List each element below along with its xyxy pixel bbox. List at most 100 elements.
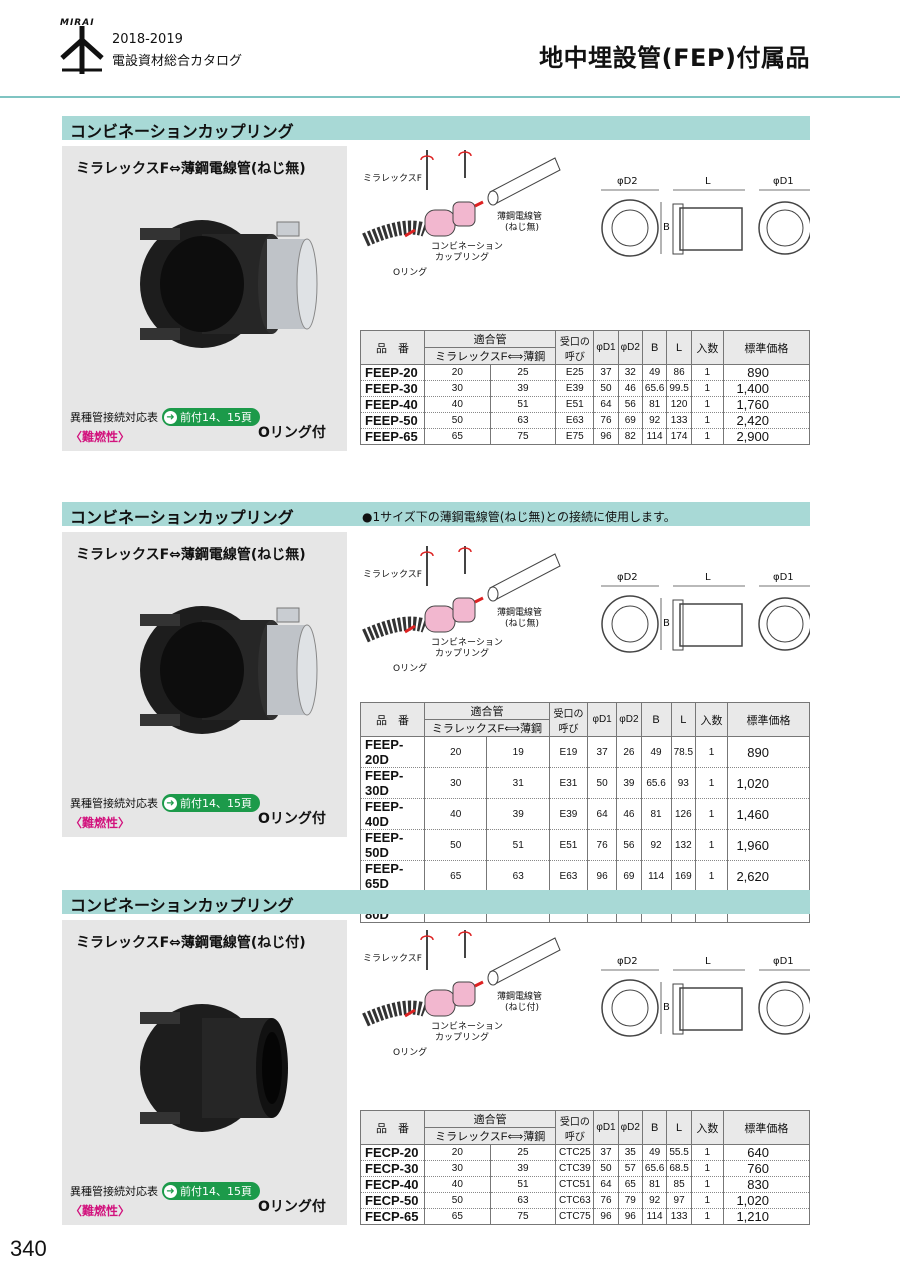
- table-cell: 1: [695, 767, 729, 799]
- table-cell: 65: [423, 860, 488, 892]
- table-cell: 30: [423, 767, 488, 799]
- column-header: 品 番: [360, 1110, 425, 1145]
- section-title: コンビネーションカップリング: [70, 896, 294, 915]
- table-cell: 92: [641, 412, 668, 429]
- oring-tag: Oリング付: [258, 1199, 326, 1215]
- section-bar: [62, 502, 810, 526]
- table-cell: 79: [617, 1192, 643, 1209]
- product-code: FECP-50: [360, 1192, 425, 1209]
- table-cell: 133: [666, 412, 692, 429]
- column-header: L: [670, 702, 697, 737]
- table-cell: 65.6: [640, 767, 672, 799]
- table-cell: 75: [489, 428, 557, 445]
- dim-b: B: [663, 222, 670, 233]
- label-pipe-type: (ねじ付): [505, 1003, 540, 1013]
- table-cell: 1: [695, 860, 729, 892]
- price-cell: 2,900: [722, 428, 811, 445]
- label-pipe-type: (ねじ無): [505, 223, 540, 233]
- label-coupling-2: カップリング: [435, 253, 490, 263]
- table-cell: E31: [548, 767, 588, 799]
- product-photo-panel: ミラレックスF⇔薄鋼電線管(ねじ付) 異種管接続対応表➜前付14、15頁〈難燃性…: [62, 920, 347, 1225]
- table-cell: 64: [586, 798, 618, 830]
- table-cell: 1: [695, 736, 729, 768]
- table-cell: 169: [670, 860, 697, 892]
- column-header: φD2: [617, 1110, 643, 1145]
- reference-badge[interactable]: ➜前付14、15頁: [162, 1182, 260, 1200]
- table-cell: 40: [424, 396, 491, 413]
- table-cell: CTC39: [555, 1160, 595, 1177]
- column-header: 標準価格: [722, 330, 811, 365]
- column-header: φD2: [616, 702, 642, 737]
- dim-l: L: [705, 572, 711, 583]
- table-cell: 51: [486, 829, 550, 861]
- column-header: 適合管: [424, 702, 550, 720]
- table-cell: 81: [641, 396, 668, 413]
- reference-badge[interactable]: ➜前付14、15頁: [162, 408, 260, 426]
- screwdriver-icon: [420, 150, 472, 190]
- table-cell: 81: [641, 1176, 668, 1193]
- table-cell: 50: [424, 412, 491, 429]
- table-cell: 63: [486, 860, 550, 892]
- column-header: L: [666, 1110, 692, 1145]
- table-cell: 96: [586, 860, 618, 892]
- reference-badge[interactable]: ➜前付14、15頁: [162, 794, 260, 812]
- table-cell: 96: [617, 1208, 643, 1225]
- table-cell: 1: [690, 1160, 724, 1177]
- table-cell: E75: [555, 428, 595, 445]
- table-cell: 132: [670, 829, 697, 861]
- table-cell: CTC75: [555, 1208, 595, 1225]
- label-oring: Oリング: [393, 664, 428, 674]
- table-cell: 40: [424, 1176, 491, 1193]
- price-cell: 640: [722, 1144, 811, 1161]
- product-code: FEEP-50: [360, 412, 425, 429]
- arrow-right-icon: ➜: [164, 1184, 177, 1198]
- label-pipe: 薄鋼電線管: [497, 212, 543, 222]
- table-cell: 114: [641, 1208, 668, 1225]
- oring-tag: Oリング付: [258, 425, 326, 441]
- product-code: FEEP-30: [360, 380, 425, 397]
- catalog-year: 2018-2019: [112, 32, 183, 47]
- reference-row: 異種管接続対応表➜前付14、15頁: [70, 794, 260, 812]
- table-cell: 92: [641, 1192, 668, 1209]
- table-cell: 50: [424, 1192, 491, 1209]
- label-mirarex: ミラレックスF: [363, 174, 422, 184]
- table-cell: 174: [666, 428, 692, 445]
- column-header: L: [666, 330, 692, 365]
- table-cell: 1: [690, 428, 724, 445]
- column-header: φD1: [593, 330, 619, 365]
- section-bar: [62, 116, 810, 140]
- table-cell: 37: [586, 736, 618, 768]
- column-header: 標準価格: [727, 702, 810, 737]
- table-cell: 69: [617, 412, 643, 429]
- table-cell: 49: [641, 1144, 668, 1161]
- table-cell: 39: [486, 798, 550, 830]
- label-coupling-2: カップリング: [435, 649, 490, 659]
- label-coupling-1: コンビネーション: [431, 1022, 503, 1032]
- section-title: コンビネーションカップリング: [70, 508, 294, 527]
- label-oring: Oリング: [393, 1048, 428, 1058]
- reference-label: 異種管接続対応表: [70, 411, 158, 424]
- label-mirarex: ミラレックスF: [363, 954, 422, 964]
- table-cell: 76: [593, 1192, 619, 1209]
- dim-b: B: [663, 1002, 670, 1013]
- table-cell: 99.5: [666, 380, 692, 397]
- table-cell: 30: [424, 380, 491, 397]
- column-header: φD1: [593, 1110, 619, 1145]
- table-cell: 1: [690, 1208, 724, 1225]
- price-cell: 1,960: [727, 829, 810, 861]
- table-cell: 50: [423, 829, 488, 861]
- table-cell: 64: [593, 396, 619, 413]
- table-cell: 56: [616, 829, 642, 861]
- screwdriver-icon: [420, 930, 472, 970]
- screwdriver-icon: [420, 546, 472, 586]
- dim-l: L: [705, 176, 711, 187]
- product-code: FEEP-40: [360, 396, 425, 413]
- product-photo-panel: ミラレックスF⇔薄鋼電線管(ねじ無) 異種管接続対応表➜前付14、15頁〈難燃性…: [62, 532, 347, 837]
